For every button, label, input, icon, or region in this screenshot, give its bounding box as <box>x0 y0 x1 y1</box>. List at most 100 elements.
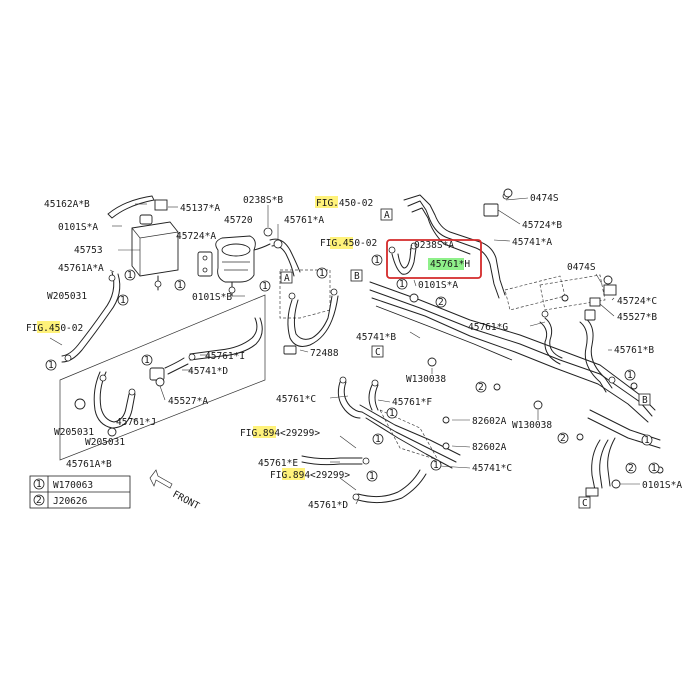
circle-1-g: 1 <box>141 354 153 366</box>
label-45761-b: 45761*B <box>614 345 654 356</box>
label-45761-a-top: 45761*A <box>284 215 324 226</box>
label-45761-j: 45761*J <box>116 417 156 428</box>
bolt-w130038-b <box>533 400 543 410</box>
svg-text:1: 1 <box>36 479 42 490</box>
label-45527-a: 45527*A <box>168 396 208 407</box>
highlight-fig450-top <box>315 196 338 208</box>
reservoir-tank <box>131 221 179 277</box>
svg-text:2: 2 <box>628 463 634 474</box>
svg-text:1: 1 <box>399 279 405 290</box>
hose-45761a-a <box>61 271 121 363</box>
highlight-fig894-b <box>282 468 305 480</box>
svg-text:1: 1 <box>262 281 268 292</box>
label-0238s-a: 0238S*A <box>414 240 454 251</box>
hose-45761i <box>188 317 263 361</box>
label-45761-d: 45761*D <box>308 500 348 511</box>
label-w205031-a: W205031 <box>47 291 87 302</box>
bolt-w205031-c <box>107 427 117 437</box>
circle-1-o: 1 <box>430 459 442 471</box>
label-45724-b: 45724*B <box>522 220 562 231</box>
clip-45527a <box>155 377 165 387</box>
label-w130038-a: W130038 <box>406 374 446 385</box>
hose-45761h <box>388 242 418 275</box>
svg-text:1: 1 <box>651 463 657 474</box>
hose-45761c <box>337 376 363 419</box>
label-w205031-c: W205031 <box>85 437 125 448</box>
legend-table: 1 W170063 2 J20626 <box>29 475 131 509</box>
bolt-0101s-a-mid <box>409 293 419 303</box>
svg-text:C: C <box>582 498 588 509</box>
bolt-0474s-right <box>603 275 613 285</box>
label-45724-c: 45724*C <box>617 296 657 307</box>
clip-45527b <box>589 297 601 307</box>
label-45720: 45720 <box>224 215 253 226</box>
dashed-region-c <box>504 275 566 311</box>
label-0474s-right: 0474S <box>567 262 596 273</box>
label-front: FRONT <box>171 489 202 512</box>
label-82602a-a: 82602A <box>472 416 507 427</box>
label-fig894-a: FIG.894<29299> <box>240 428 320 439</box>
svg-text:A: A <box>384 210 390 221</box>
highlight-fig894-a <box>253 426 276 438</box>
bolt-82602a-b <box>442 442 450 450</box>
dashed-region-b <box>539 274 606 311</box>
label-45761-h: 45761*H <box>430 259 470 270</box>
label-45724-a: 45724*A <box>176 231 216 242</box>
callout-c-2: C <box>578 496 591 509</box>
hose-45761g <box>539 310 563 365</box>
circle-1-i: 1 <box>396 278 408 290</box>
label-45761-g: 45761*G <box>468 322 508 333</box>
label-0474s-top: 0474S <box>530 193 559 204</box>
label-45761-c: 45761*C <box>276 394 316 405</box>
svg-text:1: 1 <box>644 435 650 446</box>
svg-text:1: 1 <box>374 255 380 266</box>
svg-text:2: 2 <box>438 297 444 308</box>
front-arrow: FRONT <box>149 469 202 512</box>
pump-bracket <box>197 251 213 277</box>
bolt-w205031-b <box>74 398 86 410</box>
label-45741-a: 45741*A <box>512 237 552 248</box>
label-0101s-b: 0101S*B <box>192 292 232 303</box>
svg-text:1: 1 <box>375 434 381 445</box>
pipe-45741a <box>403 192 510 299</box>
label-45527-b: 45527*B <box>617 312 657 323</box>
legend-row-2: 2 J20626 <box>33 494 88 507</box>
circle-1-f: 1 <box>45 359 57 371</box>
svg-text:W170063: W170063 <box>53 480 93 491</box>
svg-text:2: 2 <box>478 382 484 393</box>
label-45137-a: 45137*A <box>180 203 220 214</box>
label-45761-e: 45761*E <box>258 458 298 469</box>
circle-2-c: 2 <box>557 432 569 444</box>
svg-text:B: B <box>354 271 360 282</box>
label-82602a-b: 82602A <box>472 442 507 453</box>
label-fig894-b: FIG.894<29299> <box>270 470 350 481</box>
svg-text:2: 2 <box>560 433 566 444</box>
bracket-45724c <box>603 284 617 296</box>
leader-lines <box>49 197 640 505</box>
bolt-0474s-top <box>503 188 513 198</box>
tank-clip <box>154 199 168 211</box>
svg-text:1: 1 <box>369 471 375 482</box>
bolt-w130038-a <box>427 357 437 367</box>
label-45753: 45753 <box>74 245 103 256</box>
circle-1-l: 1 <box>386 407 398 419</box>
svg-text:J20626: J20626 <box>53 496 88 507</box>
svg-text:1: 1 <box>120 295 126 306</box>
svg-text:2: 2 <box>36 495 42 506</box>
label-45761a-a: 45761A*A <box>58 263 104 274</box>
circle-1-p: 1 <box>648 462 660 474</box>
circle-1-n: 1 <box>366 470 378 482</box>
hose-45761d <box>352 469 427 504</box>
hose-45761b <box>579 309 616 393</box>
callout-b-2: B <box>638 393 651 406</box>
label-fig450-top: FIG.450-02 <box>316 198 373 209</box>
bolt-82602a-a <box>442 416 450 424</box>
legend-row-1: 1 W170063 <box>33 478 93 491</box>
bracket-45724b <box>483 203 499 217</box>
label-fig450-left: FIG.450-02 <box>26 323 83 334</box>
reservoir-tank-group <box>107 195 179 291</box>
hose-45761f <box>368 379 379 411</box>
highlight-fig450-mid <box>330 237 353 249</box>
pipe-45741b <box>369 281 656 423</box>
label-45741-c: 45741*C <box>472 463 512 474</box>
